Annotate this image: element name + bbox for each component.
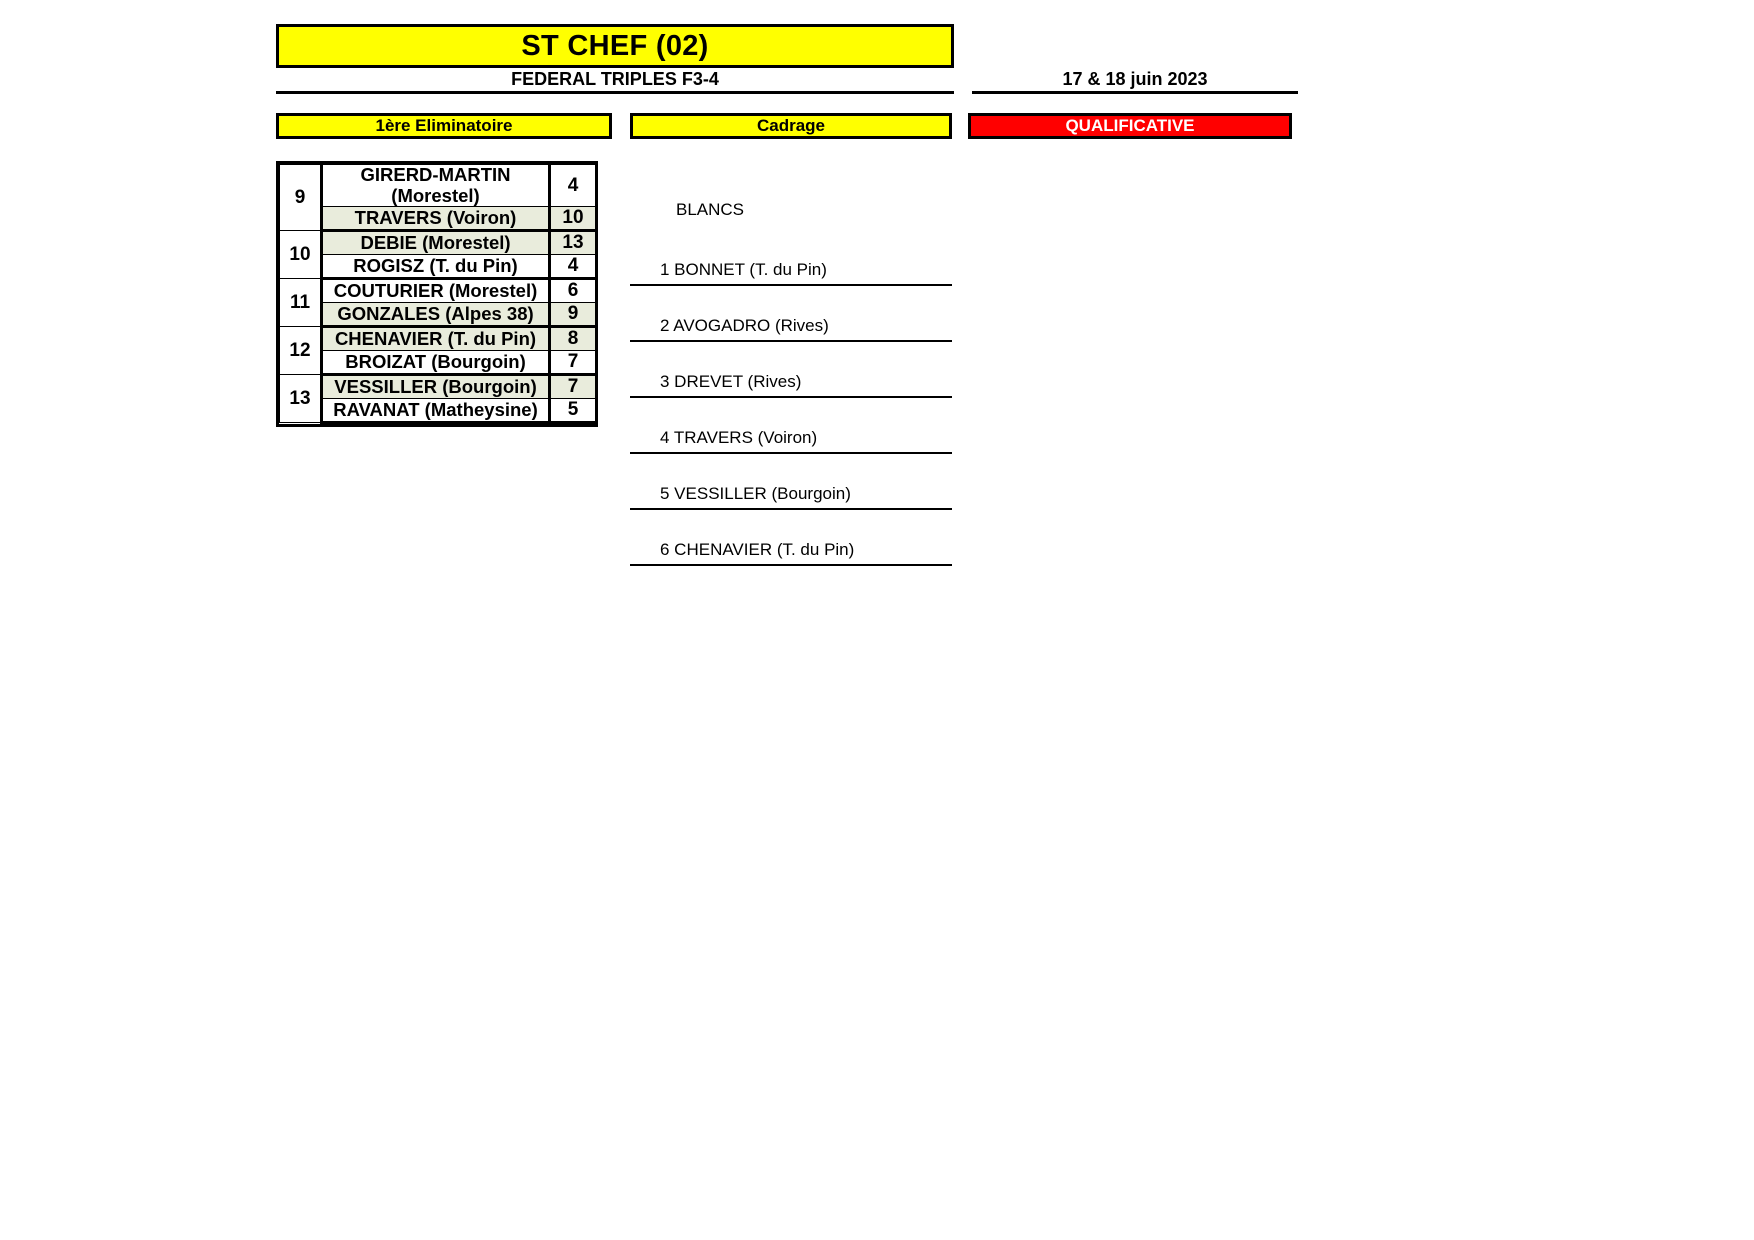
team-name: BROIZAT (Bourgoin) (321, 350, 551, 377)
team-name: VESSILLER (Bourgoin) (321, 374, 551, 400)
cadrage-entry: 1 BONNET (T. du Pin) (630, 230, 952, 286)
team-score: 7 (549, 374, 596, 400)
section-label-cadrage: Cadrage (756, 116, 826, 135)
section-label-qualificative: QUALIFICATIVE (1065, 116, 1195, 135)
team-name: TRAVERS (Voiron) (321, 206, 551, 233)
team-name: COUTURIER (Morestel) (321, 278, 551, 304)
cadrage-entry-rule (630, 340, 952, 342)
group-number: 13 (279, 374, 323, 424)
group-number: 9 (279, 163, 323, 232)
subtitle-text: FEDERAL TRIPLES F3-4 (511, 69, 719, 89)
cadrage-entry-label: 2 AVOGADRO (Rives) (660, 316, 829, 335)
cadrage-entry-rule (630, 396, 952, 398)
section-label-eliminatoire: 1ère Eliminatoire (375, 116, 513, 135)
page-title: ST CHEF (02) (521, 29, 709, 62)
table-row: BROIZAT (Bourgoin)7 (280, 350, 596, 377)
cadrage-entry: 3 DREVET (Rives) (630, 342, 952, 398)
team-name: GIRERD-MARTIN (Morestel) (321, 163, 551, 208)
section-header-eliminatoire: 1ère Eliminatoire (276, 113, 612, 139)
table-row: RAVANAT (Matheysine)5 (280, 398, 596, 425)
cadrage-entry-rule (630, 284, 952, 286)
team-score: 9 (549, 302, 596, 329)
team-name: DEBIE (Morestel) (321, 230, 551, 256)
cadrage-entry-label: 6 CHENAVIER (T. du Pin) (660, 540, 855, 559)
team-score: 4 (549, 254, 596, 281)
cadrage-entry: 4 TRAVERS (Voiron) (630, 398, 952, 454)
cadrage-entry-label: 3 DREVET (Rives) (660, 372, 802, 391)
cadrage-entry: 5 VESSILLER (Bourgoin) (630, 454, 952, 510)
cadrage-entry-label: 4 TRAVERS (Voiron) (660, 428, 818, 447)
team-name: RAVANAT (Matheysine) (321, 398, 551, 425)
cadrage-entry: 6 CHENAVIER (T. du Pin) (630, 510, 952, 566)
group-number: 12 (279, 326, 323, 376)
team-name: GONZALES (Alpes 38) (321, 302, 551, 329)
team-score: 5 (549, 398, 596, 425)
team-score: 10 (549, 206, 596, 233)
cadrage-entries: 1 BONNET (T. du Pin) 2 AVOGADRO (Rives) 3 … (630, 230, 952, 566)
table-row: TRAVERS (Voiron)10 (280, 206, 596, 233)
tournament-date: 17 & 18 juin 2023 (972, 68, 1298, 94)
team-score: 7 (549, 350, 596, 377)
section-header-cadrage: Cadrage (630, 113, 952, 139)
group-number: 10 (279, 230, 323, 280)
cadrage-entry: 2 AVOGADRO (Rives) (630, 286, 952, 342)
cadrage-heading: BLANCS (676, 200, 745, 219)
team-score: 6 (549, 278, 596, 304)
team-score: 4 (549, 163, 596, 208)
date-text: 17 & 18 juin 2023 (1062, 69, 1208, 89)
team-name: ROGISZ (T. du Pin) (321, 254, 551, 281)
team-name: CHENAVIER (T. du Pin) (321, 326, 551, 352)
cadrage-entry-rule (630, 564, 952, 566)
cadrage-list: BLANCS 1 BONNET (T. du Pin) 2 AVOGADRO (R… (630, 190, 952, 566)
cadrage-entry-label: 1 BONNET (T. du Pin) (660, 260, 827, 279)
team-score: 8 (549, 326, 596, 352)
cadrage-entry-label: 5 VESSILLER (Bourgoin) (660, 484, 851, 503)
team-score: 13 (549, 230, 596, 256)
tournament-title-banner: ST CHEF (02) (276, 24, 954, 68)
section-header-qualificative: QUALIFICATIVE (968, 113, 1292, 139)
cadrage-entry-rule (630, 508, 952, 510)
table-row: GONZALES (Alpes 38)9 (280, 302, 596, 329)
group-number: 11 (279, 278, 323, 328)
tournament-subtitle: FEDERAL TRIPLES F3-4 (276, 68, 954, 94)
table-row: ROGISZ (T. du Pin)4 (280, 254, 596, 281)
cadrage-entry-rule (630, 452, 952, 454)
